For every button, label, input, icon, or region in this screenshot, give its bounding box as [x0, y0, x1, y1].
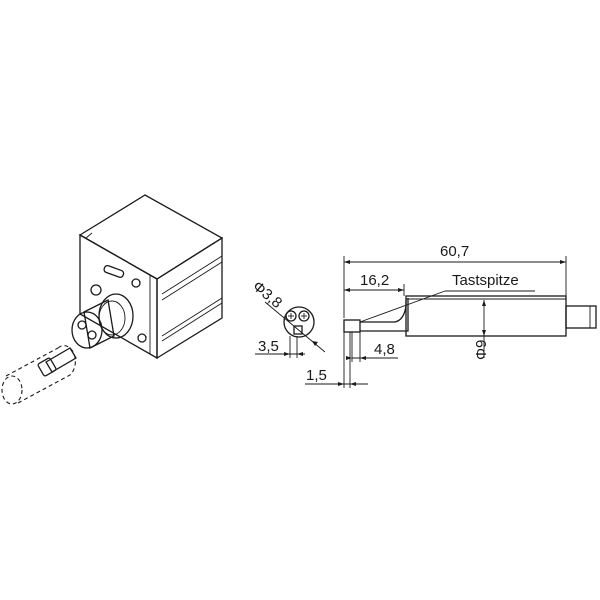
side-view-end-stub [565, 305, 597, 329]
tip-end-hole [298, 310, 310, 322]
overall-length-label: 60,7 [440, 243, 469, 260]
tip-label: Tastspitze [452, 272, 519, 289]
probe-side-view-icon [305, 256, 597, 388]
shaft-length-label: 16,2 [360, 272, 389, 289]
housing-top-face [78, 194, 224, 280]
tip-diameter-label: Φ3,8 [249, 278, 285, 312]
tip-end-square [293, 325, 303, 335]
tip-step-label: 1,5 [306, 367, 327, 384]
probe-shaft-end [71, 311, 103, 349]
mounting-hole [90, 284, 102, 296]
probe-tip [45, 347, 77, 373]
tip-length-label: 4,8 [374, 341, 395, 358]
tip-end-hole [285, 310, 297, 322]
probe-tip-end-view-icon [255, 301, 326, 358]
housing-side-face [156, 236, 223, 360]
measuring-probe-isometric-icon [1, 194, 224, 405]
tip-end-outer [283, 306, 315, 338]
side-view-tip [343, 319, 361, 333]
mounting-hole [137, 333, 147, 343]
tip-offset-label: 3,5 [258, 338, 279, 355]
mounting-hole [131, 278, 141, 288]
shaft-diameter-label: Φ9 [473, 340, 490, 360]
front-slot [103, 264, 125, 278]
